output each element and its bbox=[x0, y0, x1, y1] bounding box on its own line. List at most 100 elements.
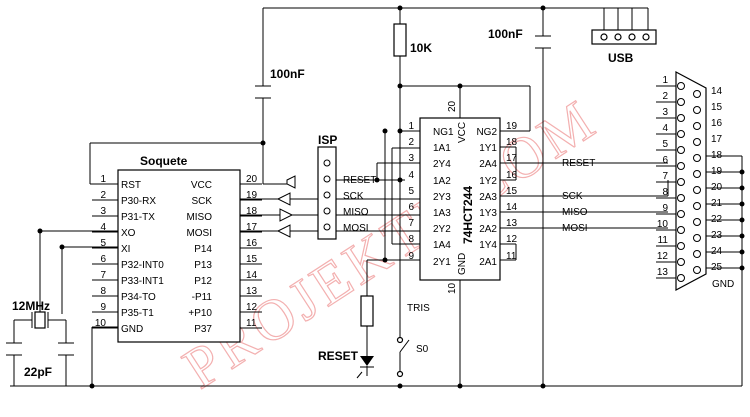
db25-pin-number: 23 bbox=[711, 230, 723, 241]
db25-pin-number: 10 bbox=[657, 219, 669, 230]
db25-pin-number: 7 bbox=[662, 171, 668, 182]
db25-pin bbox=[677, 162, 685, 170]
socket-pin-number: 1 bbox=[100, 174, 106, 185]
isp-pin bbox=[323, 223, 331, 231]
socket-pin-name: RST bbox=[121, 180, 141, 191]
isp-label-miso: MISO bbox=[343, 207, 369, 218]
socket-pin-number: 7 bbox=[100, 270, 106, 281]
socket-pin-name: VCC bbox=[191, 180, 212, 191]
socket-pin-number: 11 bbox=[246, 318, 257, 329]
db25-pin bbox=[677, 194, 685, 202]
db25-pin bbox=[677, 258, 685, 266]
arrow-reset-icon bbox=[286, 175, 296, 189]
buffer-pin-name: NG2 bbox=[476, 127, 497, 138]
db25-pin-number: 14 bbox=[711, 86, 723, 97]
socket-pin-name: P34-TO bbox=[121, 292, 156, 303]
buffer-pin-number: 1 bbox=[408, 121, 414, 132]
socket-chip: Soquete 1RST2P30-RX3P31-TX4XO5XI6P32-INT… bbox=[92, 154, 262, 343]
db25-pin bbox=[677, 178, 685, 186]
socket-pin-number: 3 bbox=[100, 206, 106, 217]
switch-s0: S0 bbox=[396, 336, 429, 378]
db25-pin-number: 4 bbox=[662, 123, 668, 134]
buffer-gnd-num: 10 bbox=[447, 282, 458, 294]
buffer-pin-number: 18 bbox=[506, 137, 518, 148]
db25-pin bbox=[693, 138, 701, 146]
tris-label: TRIS bbox=[407, 303, 430, 314]
db25-pin bbox=[693, 186, 701, 194]
buffer-pin-name: 2Y3 bbox=[433, 192, 451, 203]
db25-pin-number: 1 bbox=[662, 75, 668, 86]
capacitor-top-right: 100nF bbox=[488, 27, 551, 49]
socket-pin-name: P33-INT1 bbox=[121, 276, 164, 287]
socket-pin-number: 14 bbox=[246, 270, 258, 281]
buffer-pin-name: 2Y1 bbox=[433, 257, 451, 268]
socket-pin-number: 16 bbox=[246, 238, 258, 249]
reset-led-label: RESET bbox=[318, 349, 359, 363]
db25-pin-number: 9 bbox=[662, 203, 668, 214]
db25-pin bbox=[693, 202, 701, 210]
socket-pin-name: XO bbox=[121, 228, 136, 239]
buffer-pin-name: 1A2 bbox=[433, 176, 451, 187]
db25-pin-number: 11 bbox=[658, 235, 669, 246]
socket-pin-name: P14 bbox=[194, 244, 212, 255]
resistor-label: 10K bbox=[410, 41, 432, 55]
socket-pin-name: XI bbox=[121, 244, 130, 255]
socket-pin-number: 17 bbox=[246, 222, 258, 233]
db25-pin-number: 20 bbox=[711, 182, 723, 193]
buffer-pin-name: 2Y2 bbox=[433, 224, 451, 235]
buffer-pin-number: 11 bbox=[506, 251, 517, 262]
db25-pin-number: 25 bbox=[711, 262, 723, 273]
switch-label: S0 bbox=[416, 344, 429, 355]
buffer-pin-number: 14 bbox=[506, 202, 518, 213]
socket-pin-name: P37 bbox=[194, 324, 212, 335]
buffer-pin-number: 12 bbox=[506, 234, 518, 245]
bus-label-sck: SCK bbox=[562, 191, 583, 202]
buffer-pin-name: 2A2 bbox=[479, 224, 497, 235]
db25-pin bbox=[693, 234, 701, 242]
socket-title: Soquete bbox=[140, 154, 188, 168]
buffer-pin-name: 2A1 bbox=[479, 257, 497, 268]
junctions bbox=[37, 5, 745, 389]
resistor-10k: 10K bbox=[393, 23, 432, 57]
socket-pin-number: 19 bbox=[246, 190, 258, 201]
isp-header: ISP RESET SCK MISO MOSI bbox=[276, 133, 376, 240]
db25-pin bbox=[677, 130, 685, 138]
load-capacitors: 22pF bbox=[6, 342, 74, 379]
db25-pin-number: 2 bbox=[662, 91, 668, 102]
buffer-pin-name: 1Y3 bbox=[479, 208, 497, 219]
bus-label-miso: MISO bbox=[562, 207, 588, 218]
buffer-pin-number: 5 bbox=[408, 186, 414, 197]
socket-pin-number: 4 bbox=[100, 222, 106, 233]
cap-top-left-label: 100nF bbox=[270, 67, 305, 81]
buffer-pin-number: 4 bbox=[408, 170, 414, 181]
socket-pin-number: 10 bbox=[95, 318, 107, 329]
db25-pin bbox=[693, 154, 701, 162]
db25-pin bbox=[677, 210, 685, 218]
socket-pin-name: P35-T1 bbox=[121, 308, 154, 319]
isp-label-sck: SCK bbox=[343, 191, 364, 202]
db25-pin-number: 6 bbox=[662, 155, 668, 166]
buffer-pin-number: 6 bbox=[408, 202, 414, 213]
buffer-pin-name: 2Y4 bbox=[433, 159, 451, 170]
socket-pin-number: 18 bbox=[246, 206, 258, 217]
isp-pin bbox=[323, 159, 331, 167]
db25-pin bbox=[693, 218, 701, 226]
crystal-12mhz: 12MHz bbox=[12, 299, 50, 329]
crystal-label: 12MHz bbox=[12, 299, 50, 313]
socket-pin-number: 12 bbox=[246, 302, 258, 313]
db25-pin-number: 16 bbox=[711, 118, 723, 129]
buffer-pin-name: 1Y4 bbox=[479, 240, 497, 251]
db25-pin-number: 12 bbox=[657, 251, 669, 262]
wires bbox=[10, 7, 743, 387]
socket-pin-number: 13 bbox=[246, 286, 258, 297]
buffer-pin-name: 1A3 bbox=[433, 208, 451, 219]
bus-label-reset: RESET bbox=[562, 158, 595, 169]
db25-pin-number: 5 bbox=[662, 139, 668, 150]
buffer-pin-name: NG1 bbox=[433, 127, 454, 138]
socket-pin-name: SCK bbox=[191, 196, 212, 207]
db25-pin-number: 19 bbox=[711, 166, 723, 177]
isp-pin bbox=[323, 175, 331, 183]
buffer-pin-number: 2 bbox=[408, 137, 414, 148]
